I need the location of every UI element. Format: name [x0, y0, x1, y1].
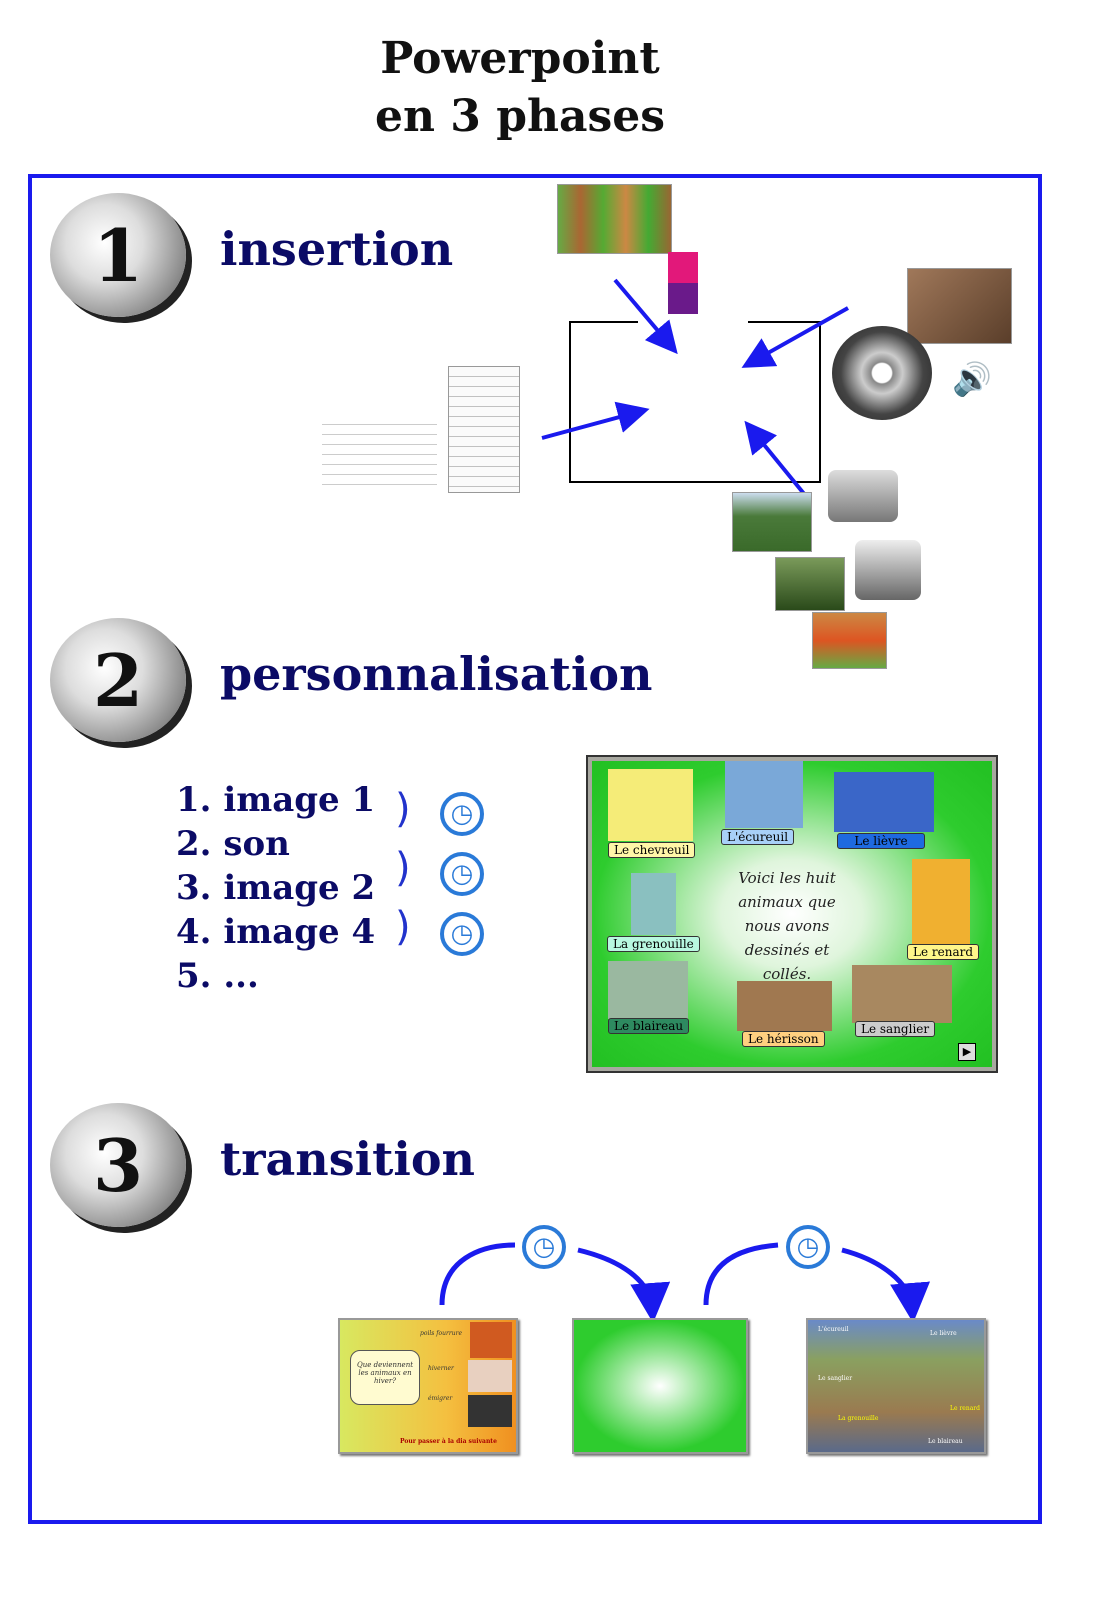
clock-icon: ◷ [786, 1225, 830, 1269]
mini-label: émigrer [428, 1395, 453, 1402]
cd-icon [832, 326, 932, 420]
list-item: 1. image 1 [176, 780, 376, 820]
brace-icon: ) [395, 845, 411, 891]
list-item: 3. image 2 [176, 868, 376, 908]
camcorder-icon [855, 540, 921, 600]
mini-label: poils fourrure [420, 1330, 462, 1337]
label-renard: Le renard [907, 944, 980, 960]
transition-arc-2b [841, 1247, 930, 1323]
arrow-photo [744, 420, 807, 497]
mini-label: Le lièvre [930, 1330, 957, 1337]
hibernation-image [468, 1360, 512, 1392]
photo-autumn-image [812, 612, 887, 669]
chevreuil-image [608, 769, 693, 841]
photo-forest-image [775, 557, 845, 611]
list-item: 5. ... [176, 956, 259, 996]
list-item: 4. image 4 [176, 912, 376, 952]
photo-tree-image [732, 492, 812, 552]
clock-icon: ◷ [440, 912, 484, 956]
drawing-forest-image [557, 184, 672, 254]
lievre-image [834, 772, 934, 832]
mini-footer: Pour passer à la dia suivante [400, 1438, 497, 1445]
section-title-personnalisation: personnalisation [220, 647, 653, 701]
page-title: Powerpoint en 3 phases [300, 30, 740, 146]
label-blaireau: Le blaireau [608, 1018, 690, 1034]
arrow-sound [741, 306, 849, 368]
mini-label: Le blaireau [928, 1438, 963, 1445]
arrow-image [613, 278, 678, 355]
handwritten-page-image [448, 366, 520, 493]
animation-order-list: 1. image 1 2. son 3. image 2 4. image 4 … [176, 778, 375, 998]
section-title-insertion: insertion [220, 222, 454, 276]
clock-icon: ◷ [440, 852, 484, 896]
clock-icon: ◷ [522, 1225, 566, 1269]
label-herisson: Le hérisson [742, 1031, 825, 1047]
content-frame [28, 174, 1042, 1524]
slide-placeholder-frame [569, 321, 821, 483]
bird-image [468, 1395, 512, 1427]
mini-slide-1: Que deviennent les animaux en hiver? poi… [338, 1318, 518, 1454]
blaireau-image [608, 961, 688, 1019]
transition-arc-2a [703, 1242, 779, 1306]
label-sanglier: Le sanglier [855, 1021, 936, 1037]
section-number-1: 1 [50, 193, 186, 317]
fox-image [470, 1322, 512, 1358]
title-line-1: Powerpoint [380, 33, 660, 84]
sanglier-image [852, 965, 952, 1023]
question-bubble: Que deviennent les animaux en hiver? [350, 1350, 420, 1405]
drawing-person-image [668, 252, 698, 314]
label-lievre: Le lièvre [837, 833, 925, 849]
herisson-image [737, 981, 832, 1031]
section-number-3: 3 [50, 1103, 186, 1227]
mini-label: hiverner [428, 1365, 454, 1372]
video-boy-image [907, 268, 1012, 344]
mini-slide-3: L'écureuil Le lièvre Le sanglier La gren… [806, 1318, 986, 1454]
section-title-transition: transition [220, 1132, 475, 1186]
list-item: 2. son [176, 824, 290, 864]
speaker-icon: 🔊 [952, 360, 992, 398]
slide-text: Voici les huit animaux que nous avons de… [738, 869, 836, 983]
ecureuil-image [725, 761, 803, 828]
arrow-text [541, 401, 650, 440]
transition-arc-1a [439, 1242, 516, 1306]
mini-slide-2 [572, 1318, 748, 1454]
label-grenouille: La grenouille [607, 936, 700, 952]
title-line-2: en 3 phases [374, 91, 666, 142]
mini-label: Le sanglier [818, 1375, 853, 1382]
grenouille-image [631, 873, 676, 935]
transition-arc-1b [577, 1247, 671, 1323]
next-slide-button[interactable]: ▶ [958, 1043, 976, 1061]
camera-icon [828, 470, 898, 522]
label-ecureuil: L'écureuil [721, 829, 795, 845]
mini-label: La grenouille [838, 1415, 879, 1422]
label-chevreuil: Le chevreuil [608, 842, 696, 858]
clock-icon: ◷ [440, 792, 484, 836]
renard-image [912, 859, 970, 944]
section-number-2: 2 [50, 618, 186, 742]
mini-label: L'écureuil [818, 1326, 849, 1333]
handwritten-text-image [322, 415, 437, 485]
example-slide: Le chevreuil L'écureuil Le lièvre La gre… [586, 755, 998, 1073]
brace-icon: ) [395, 786, 411, 832]
brace-icon: ) [395, 904, 411, 950]
mini-label: Le renard [950, 1405, 981, 1412]
